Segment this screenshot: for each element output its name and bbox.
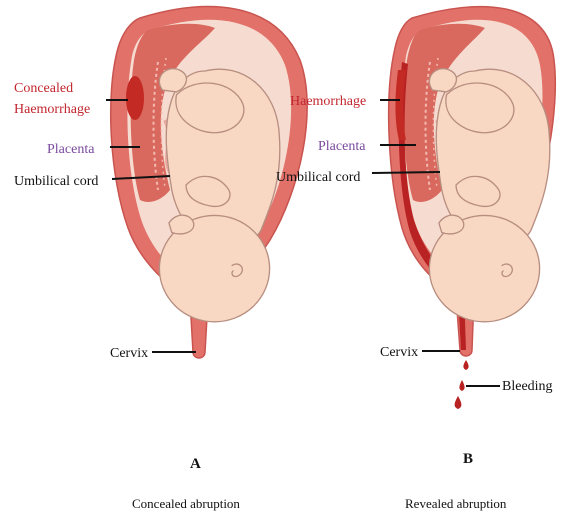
label-placenta-b: Placenta — [318, 139, 366, 154]
caption-a: Concealed abruption — [132, 496, 240, 511]
caption-b: Revealed abruption — [405, 496, 507, 511]
blood-drops — [455, 360, 469, 409]
label-cervix-a: Cervix — [110, 346, 148, 361]
label-umbilical-cord-a: Umbilical cord — [14, 174, 98, 189]
concealed-hemorrhage — [126, 76, 144, 120]
label-concealed-haemorrhage-line2: Haemorrhage — [14, 102, 90, 117]
panel-b: Haemorrhage Placenta Umbilical cord Cerv… — [276, 7, 555, 511]
fetus-a — [159, 69, 279, 322]
label-haemorrhage-b: Haemorrhage — [290, 94, 366, 109]
panel-a: Concealed Haemorrhage Placenta Umbilical… — [14, 7, 307, 511]
label-placenta-a: Placenta — [47, 142, 95, 157]
panel-letter-b: B — [463, 451, 473, 467]
leader-umbilical-cord-b — [372, 172, 440, 173]
label-bleeding: Bleeding — [502, 379, 553, 394]
label-concealed-haemorrhage-line1: Concealed — [14, 81, 73, 96]
fetus-b — [429, 69, 549, 322]
label-cervix-b: Cervix — [380, 345, 418, 360]
panel-letter-a: A — [190, 456, 201, 472]
label-umbilical-cord-b: Umbilical cord — [276, 170, 360, 185]
